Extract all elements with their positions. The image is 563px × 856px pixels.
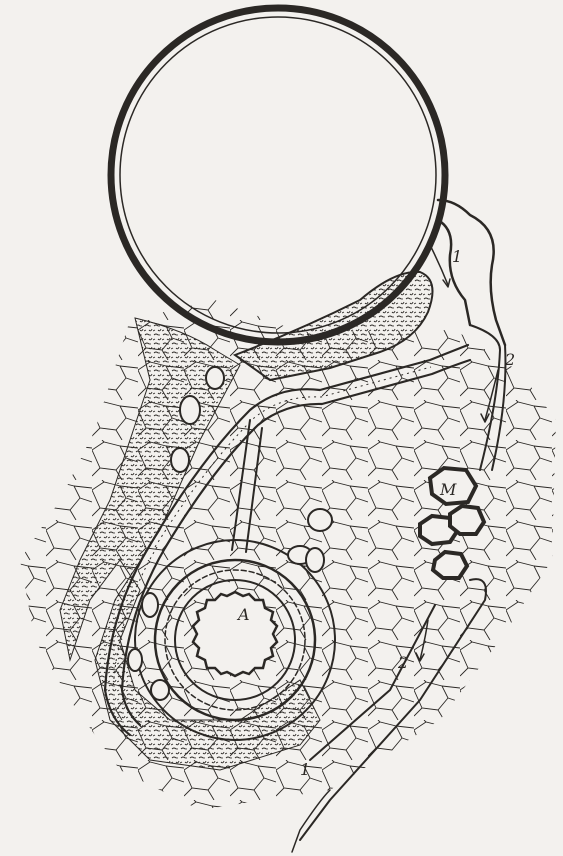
label-m: M [439, 480, 457, 499]
label-a: A [236, 605, 250, 624]
label-2-lower: 2 [397, 653, 408, 672]
bronchus-lumen [193, 592, 277, 676]
label-2-right: 2 [504, 350, 515, 369]
label-1-bottom: 1 [300, 760, 310, 779]
label-1-upper: 1 [452, 247, 462, 266]
